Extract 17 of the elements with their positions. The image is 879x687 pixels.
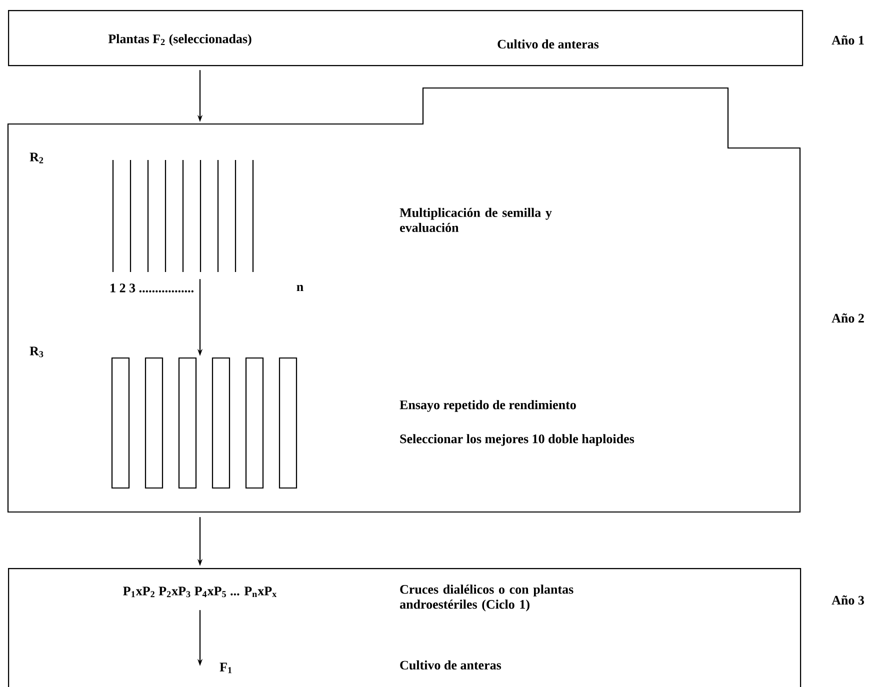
node-text: R$_{3}$ (30, 346, 44, 358)
bar-drawing (111, 357, 298, 489)
node-text: R$_{2}$ (30, 152, 44, 164)
node-text: Ensayo repetido de rendimiento (400, 400, 576, 412)
node-text: Multiplicación de semilla y evaluación (400, 208, 552, 232)
side-label: Año 3 (832, 595, 864, 605)
node-text: Plantas F$_{2}$ (seleccionadas) (108, 34, 252, 46)
side-label: Año 1 (832, 35, 864, 45)
node-text: Cruces dialélicos o con plantas androestériles (Ciclo 1) (400, 584, 574, 612)
side-label: Año 2 (832, 313, 864, 323)
node-text: Cultivo de anteras (498, 39, 599, 49)
node-text: Seleccionar los mejores 10 doble haploides (400, 434, 634, 446)
node-text: P$_{1}$xP$_{2}$ P$_{2}$xP$_{3}$ P$_{4}$xP$_{5}$ ... P$_{n}$xP$_{x}$ (123, 586, 277, 598)
node-text: 1 2 3 ................. (110, 284, 194, 292)
node-text: Cultivo de anteras (400, 660, 502, 670)
node-text: n (296, 284, 304, 292)
edge-label: F$_{1}$ (220, 662, 232, 674)
